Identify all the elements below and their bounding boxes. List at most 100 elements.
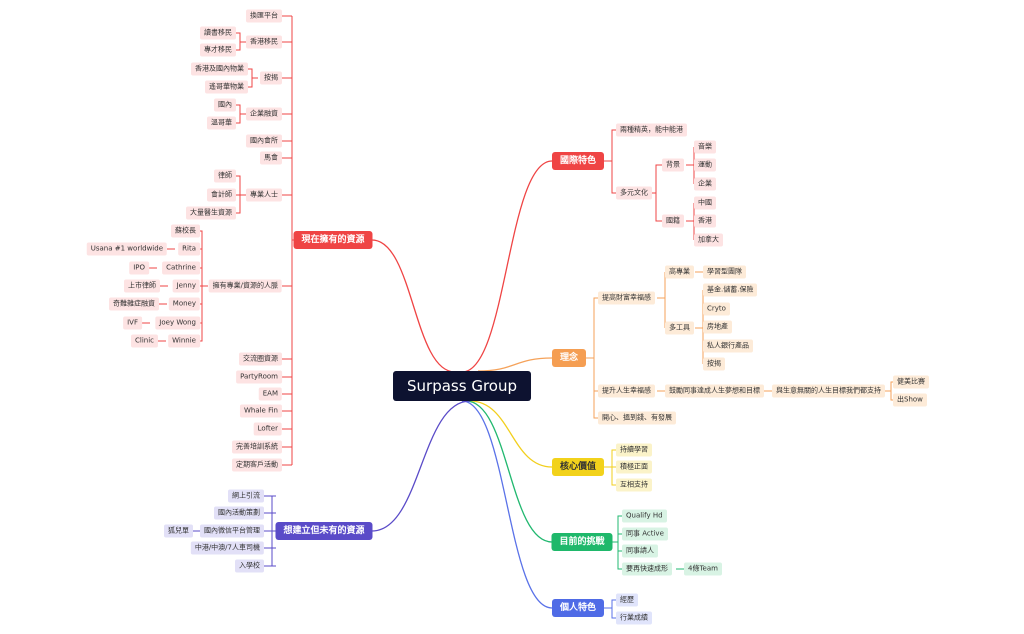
have-item-club[interactable]: 國內會所 [246, 134, 282, 148]
intl-item-cn[interactable]: 中國 [694, 196, 716, 210]
have-sub-winnie[interactable]: Winnie [168, 334, 200, 348]
have-sub-su[interactable]: 蘇校長 [171, 224, 200, 238]
intl-item-biz[interactable]: 企業 [694, 177, 716, 191]
connector-line [586, 357, 598, 419]
connector-line [695, 290, 704, 329]
have-sub-money[interactable]: Money [168, 297, 200, 311]
challenge-item-c[interactable]: 同事請人 [622, 544, 658, 558]
want-item-wechat[interactable]: 國內微信平台管理 [200, 524, 264, 538]
intl-item-culture[interactable]: 多元文化 [616, 186, 652, 200]
have-item-hkimm[interactable]: 香港移民 [246, 35, 282, 49]
idea-item-fund[interactable]: 基金.儲蓄.保險 [703, 283, 758, 297]
intl-item-background[interactable]: 背景 [662, 158, 684, 172]
have-sub-doctor[interactable]: 大量醫生資源 [186, 206, 236, 220]
want-item-agency[interactable]: 中港/中澳/7人車司機 [190, 541, 264, 555]
intl-item-sport[interactable]: 運動 [694, 158, 716, 172]
idea-item-professional[interactable]: 高專業 [665, 265, 694, 279]
challenge-item-teams[interactable]: 4條Team [684, 562, 722, 576]
personal-item-a[interactable]: 經歷 [616, 593, 638, 607]
have-sub-far[interactable]: 溫哥華 [207, 116, 236, 130]
challenge-item-a[interactable]: Qualify Hd [622, 509, 667, 523]
connector-line [371, 239, 456, 373]
connector-line [686, 203, 695, 222]
have-sub-clinic[interactable]: Clinic [130, 334, 158, 348]
idea-item-show[interactable]: 出Show [893, 393, 927, 407]
core-item-c[interactable]: 互相支持 [616, 478, 652, 492]
core-item-a[interactable]: 持續學習 [616, 443, 652, 457]
want-item-fox[interactable]: 狐兒單 [164, 524, 193, 538]
have-item-train[interactable]: 完善培訓系統 [232, 440, 282, 454]
idea-item-tools[interactable]: 多工具 [665, 321, 694, 335]
intl-item-ca[interactable]: 加拿大 [694, 233, 723, 247]
idea-item-wealth[interactable]: 提高財富幸福感 [598, 291, 655, 305]
have-item-network[interactable]: 擁有專業/資源的人脈 [208, 279, 282, 293]
have-item-pro[interactable]: 專業人士 [246, 188, 282, 202]
idea-item-estate[interactable]: 房地產 [703, 320, 732, 334]
branch-core[interactable]: 核心價值 [551, 458, 605, 476]
have-sub-ivf[interactable]: IVF [123, 316, 142, 330]
idea-item-race[interactable]: 健美比賽 [893, 375, 929, 389]
idea-item-support[interactable]: 與生意無關的人生目標我們都支持 [772, 384, 885, 398]
have-item-eam[interactable]: EAM [258, 387, 282, 401]
have-sub-study[interactable]: 讀書移民 [200, 26, 236, 40]
challenge-item-d[interactable]: 要再快速成形 [622, 562, 672, 576]
root-topic[interactable]: Surpass Group [393, 371, 531, 401]
have-item-circle[interactable]: 交流圈資源 [239, 352, 282, 366]
have-sub-farprop[interactable]: 遙哥華物業 [205, 80, 248, 94]
want-item-activity[interactable]: 國內活動策劃 [214, 506, 264, 520]
intl-item-nationality[interactable]: 國籍 [662, 214, 684, 228]
intl-item-elite[interactable]: 兩種精英，能中能港 [616, 123, 687, 137]
have-item-financing[interactable]: 企業融資 [246, 107, 282, 121]
have-sub-jenny[interactable]: Jenny [172, 279, 200, 293]
have-sub-listlaw[interactable]: 上市律師 [124, 279, 160, 293]
have-sub-rita[interactable]: Rita [178, 242, 200, 256]
challenge-item-b[interactable]: 同事 Active [622, 527, 668, 541]
intl-item-hk[interactable]: 香港 [694, 214, 716, 228]
have-sub-acct[interactable]: 會計師 [207, 188, 236, 202]
connector-line [371, 400, 471, 532]
want-item-online[interactable]: 網上引流 [228, 489, 264, 503]
idea-item-learning[interactable]: 學習型團隊 [703, 265, 746, 279]
branch-personal[interactable]: 個人特色 [551, 599, 605, 617]
core-item-b[interactable]: 積極正面 [616, 460, 652, 474]
connector-line [604, 599, 616, 609]
have-item-event[interactable]: 定期客戶活動 [232, 458, 282, 472]
connector-line [657, 272, 666, 299]
have-sub-rare[interactable]: 奇難雜症融資 [109, 297, 159, 311]
have-item-party[interactable]: PartyRoom [236, 370, 282, 384]
connector-line [236, 113, 246, 124]
idea-item-life[interactable]: 提升人生幸福感 [598, 384, 655, 398]
branch-have[interactable]: 現在擁有的資源 [293, 231, 373, 249]
connector-line [695, 327, 704, 346]
idea-item-encourage[interactable]: 鼓勵同事達成人生夢想和目標 [665, 384, 764, 398]
branch-intl[interactable]: 國際特色 [551, 152, 605, 170]
connector-line [604, 160, 616, 194]
have-sub-domestic[interactable]: 國內 [214, 98, 236, 112]
have-sub-ipo[interactable]: IPO [129, 261, 149, 275]
connector-line [248, 77, 258, 88]
have-sub-cathrine[interactable]: Cathrine [162, 261, 200, 275]
intl-item-music[interactable]: 音樂 [694, 140, 716, 154]
branch-idea[interactable]: 理念 [551, 349, 587, 367]
idea-item-mort[interactable]: 按揭 [703, 357, 725, 371]
have-item-whale[interactable]: Whale Fin [239, 404, 282, 418]
have-item-lofter[interactable]: Lofter [253, 422, 282, 436]
have-sub-hkprop[interactable]: 香港及國內物業 [191, 62, 248, 76]
want-item-school[interactable]: 入學校 [235, 559, 264, 573]
have-item-exchange[interactable]: 換匯平台 [246, 9, 282, 23]
branch-want[interactable]: 想建立但未有的資源 [275, 522, 373, 540]
idea-item-happy[interactable]: 開心、搵到錢、有發展 [598, 411, 676, 425]
connector-line [236, 104, 246, 115]
have-sub-talent[interactable]: 專才移民 [200, 43, 236, 57]
connector-line [686, 147, 695, 166]
have-sub-usana[interactable]: Usana #1 worldwide [86, 242, 167, 256]
have-sub-joey[interactable]: Joey Wong [155, 316, 200, 330]
have-item-mortgage[interactable]: 按揭 [260, 71, 282, 85]
idea-item-private[interactable]: 私人銀行產品 [703, 339, 753, 353]
idea-item-crypto[interactable]: Cryto [703, 302, 730, 316]
connector-line [236, 41, 246, 51]
branch-chal[interactable]: 目前的挑戰 [551, 533, 613, 551]
have-item-horse[interactable]: 馬會 [260, 151, 282, 165]
have-sub-lawyer[interactable]: 律師 [214, 169, 236, 183]
personal-item-b[interactable]: 行業成績 [616, 611, 652, 625]
